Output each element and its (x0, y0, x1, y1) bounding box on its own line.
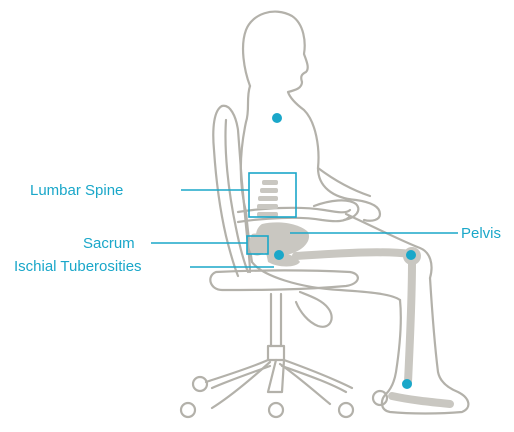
tibia (408, 262, 412, 382)
foot-bones (392, 396, 450, 404)
label-ischial-tuberosities: Ischial Tuberosities (14, 258, 142, 275)
label-pelvis: Pelvis (461, 225, 501, 242)
torso-dot (272, 113, 282, 123)
ischial-dot (274, 250, 284, 260)
vertebra (262, 180, 278, 185)
vertebra (257, 204, 278, 209)
knee-dot (406, 250, 416, 260)
ankle-dot (402, 379, 412, 389)
leg-bones (296, 252, 450, 404)
label-sacrum: Sacrum (83, 235, 135, 252)
label-lumbar-spine: Lumbar Spine (30, 182, 123, 199)
femur (296, 252, 410, 256)
vertebra (258, 196, 278, 201)
vertebra (260, 188, 278, 193)
